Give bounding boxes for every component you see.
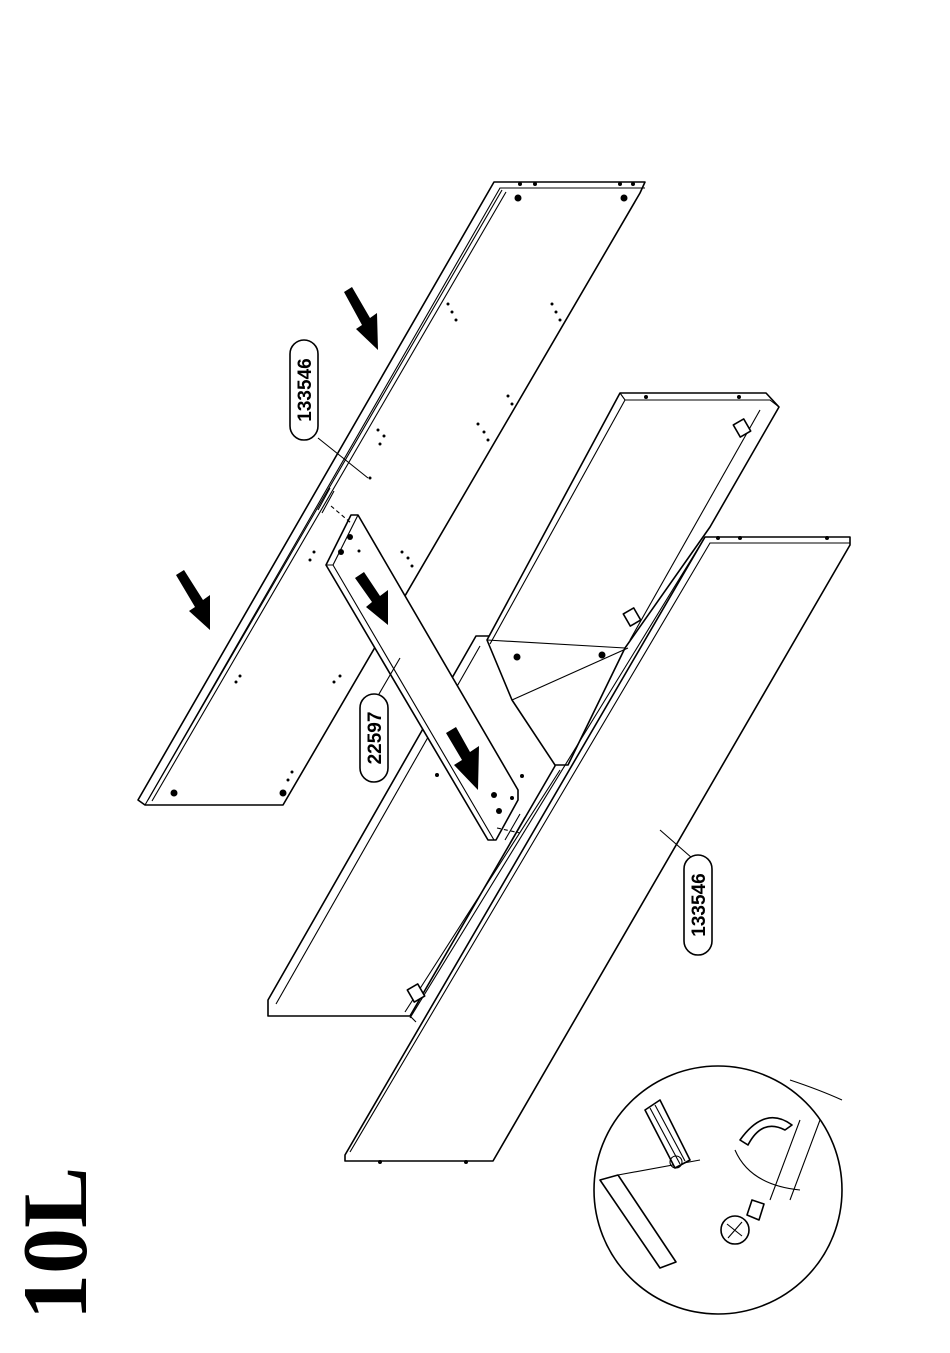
- part-code-front: 133546: [689, 873, 710, 936]
- part-label-crossbar: 22597: [360, 694, 388, 782]
- part-code-crossbar: 22597: [365, 712, 386, 765]
- part-label-front: 133546: [684, 855, 712, 955]
- step-number: 10L: [4, 1167, 106, 1320]
- screwdriver-detail-icon: [594, 1066, 842, 1314]
- part-code-top: 133546: [295, 358, 316, 421]
- part-label-top: 133546: [290, 340, 318, 440]
